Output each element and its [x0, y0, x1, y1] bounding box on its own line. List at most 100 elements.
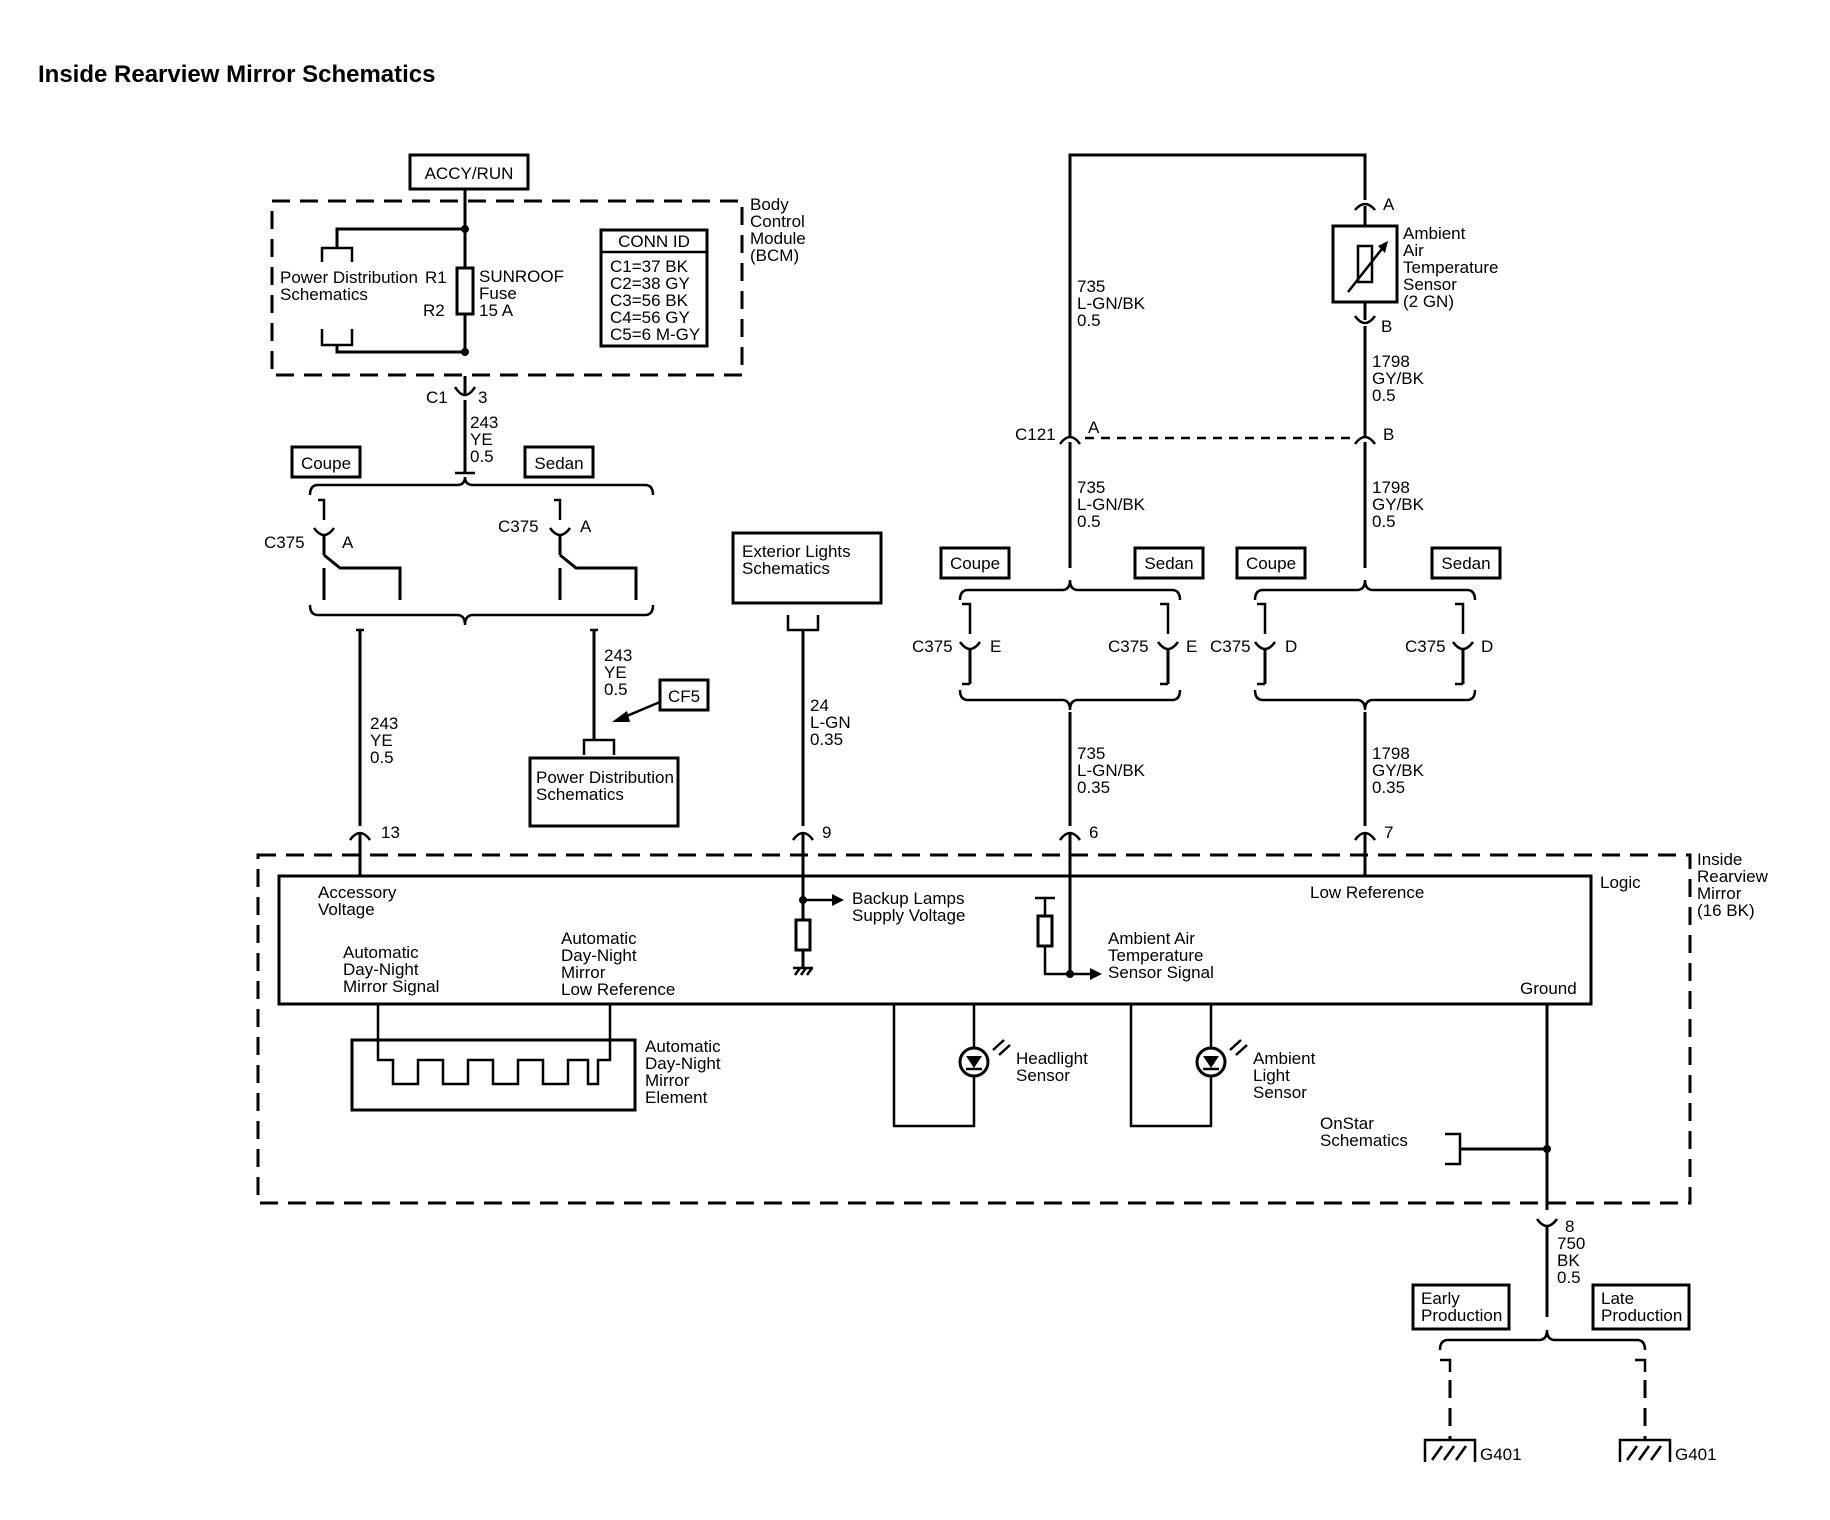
mirror-logic-label: Logic [1600, 873, 1641, 892]
left-coupe-label: Coupe [301, 454, 351, 473]
mirror-pin-9 [791, 831, 815, 876]
fuse-name-2: Fuse [479, 284, 517, 303]
bcm-internal-wire-top [335, 227, 465, 248]
sedan-243-size: 0.5 [604, 680, 628, 699]
conn-id-header: CONN ID [618, 232, 690, 251]
backup-ground-hatch-1 [793, 967, 802, 976]
element-1: Automatic [645, 1037, 721, 1056]
sensor-pin-b-label: B [1381, 317, 1392, 336]
sensor-pin-b [1353, 315, 1377, 325]
wire-750-size: 0.5 [1557, 1268, 1581, 1287]
c375-d-coupe [1253, 602, 1277, 686]
wire-24-size: 0.35 [810, 730, 843, 749]
late-production-box [1591, 1283, 1691, 1331]
mirror-pin-7-label: 7 [1384, 823, 1393, 842]
fuse-r2-label: R2 [423, 301, 445, 320]
left-lower-brace [308, 604, 655, 626]
bcm-module-outline [270, 199, 744, 377]
c121-pin-a [1058, 435, 1082, 445]
element-2: Day-Night [645, 1054, 721, 1073]
c375-d-sedan [1451, 602, 1475, 686]
coupe-243-size: 0.5 [370, 748, 394, 767]
wire-735-top-num: 735 [1077, 277, 1105, 296]
c121-pin-a-label: A [1088, 418, 1100, 437]
d-lower-brace [1253, 689, 1477, 711]
c121-pin-b-label: B [1383, 425, 1394, 444]
g401-left-ground-icon [1423, 1438, 1477, 1462]
c375-d-sedan-label: C375 [1405, 637, 1446, 656]
left-upper-brace [308, 476, 655, 496]
c375-e-coupe-label: C375 [912, 637, 953, 656]
wire-750-num: 750 [1557, 1234, 1585, 1253]
onstar-bracket [1445, 1132, 1462, 1166]
bcm-junction-top [461, 225, 469, 233]
right-coupe-d-label: Coupe [1246, 554, 1296, 573]
ambient-air-temp-sensor [1331, 224, 1399, 304]
wire-243-top-num: 243 [470, 413, 498, 432]
auto-low-ref-4: Low Reference [561, 980, 675, 999]
early-production-box [1411, 1283, 1511, 1331]
exterior-lights-box [731, 531, 883, 605]
sensor-pin-a [1354, 202, 1376, 211]
mirror-module-outline [256, 853, 1692, 1205]
auto-signal-2: Day-Night [343, 960, 419, 979]
c375-d-sedan-pin: D [1481, 637, 1493, 656]
g401-right-label: G401 [1675, 1445, 1717, 1464]
e-lower-brace [958, 689, 1182, 711]
g401-left-label: G401 [1480, 1445, 1522, 1464]
fuse-r1-label: R1 [425, 268, 447, 287]
c375-d-coupe-pin: D [1285, 637, 1297, 656]
wire-1798-mid-size: 0.5 [1372, 512, 1396, 531]
backup-ground-hatch-3 [805, 967, 814, 976]
sedan-243-num: 243 [604, 646, 632, 665]
right-sedan-d-box [1430, 546, 1502, 580]
left-coupe-switch [323, 553, 402, 600]
conn-id-box [599, 228, 709, 348]
backup-lamps-1: Backup Lamps [852, 889, 964, 908]
right-coupe-d-box [1235, 546, 1307, 580]
left-coupe-box [290, 445, 362, 479]
early-production-2: Production [1421, 1306, 1502, 1325]
cf5-arrow-line [621, 700, 661, 720]
left-sedan-label: Sedan [534, 454, 583, 473]
d-upper-brace [1253, 579, 1477, 601]
mirror-name-2: Rearview [1697, 867, 1769, 886]
sensor-name-2: Air [1403, 241, 1424, 260]
sedan-power-bracket [582, 738, 616, 755]
wire-1798-bot-color: GY/BK [1372, 761, 1425, 780]
left-sedan-pin: A [580, 517, 592, 536]
ambient-signal-lead [1043, 946, 1092, 976]
ambient-light-sensor-2: Light [1253, 1066, 1290, 1085]
wire-735-bot-size: 0.35 [1077, 778, 1110, 797]
wire-24-num: 24 [810, 696, 829, 715]
mirror-pin-7 [1353, 831, 1377, 876]
ground-brace [1438, 1329, 1647, 1351]
bcm-name-1: Body [750, 195, 789, 214]
c375-e-coupe-pin: E [990, 637, 1001, 656]
fuse-name-1: SUNROOF [479, 267, 564, 286]
exterior-lights-bracket [786, 615, 820, 632]
wire-243-top-size: 0.5 [470, 447, 494, 466]
late-ground-tick [1635, 1358, 1647, 1372]
bcm-junction-bottom [461, 348, 469, 356]
ambient-light-sensor-1: Ambient [1253, 1049, 1316, 1068]
wire-735-mid-num: 735 [1077, 478, 1105, 497]
backup-resistor [794, 918, 812, 952]
auto-signal-3: Mirror Signal [343, 977, 439, 996]
conn-id-c2: C2=38 GY [610, 274, 690, 293]
c1-connector-label: C1 [426, 388, 448, 407]
sensor-name-4: Sensor [1403, 275, 1457, 294]
wire-1798-bot-num: 1798 [1372, 744, 1410, 763]
ambient-light-sensor-3: Sensor [1253, 1083, 1307, 1102]
ambient-signal-junction [1066, 970, 1074, 978]
g401-right-ground-icon [1618, 1438, 1672, 1462]
left-coupe-c375 [312, 527, 336, 537]
wire-1798-mid-color: GY/BK [1372, 495, 1425, 514]
fuse-name-3: 15 A [479, 301, 514, 320]
backup-ground-hatch-2 [799, 967, 808, 976]
mirror-name-4: (16 BK) [1697, 901, 1755, 920]
backup-arrowhead [832, 894, 844, 906]
power-dist-box [528, 756, 680, 828]
thermistor-symbol [1356, 244, 1374, 284]
right-sedan-e-box [1133, 546, 1205, 580]
